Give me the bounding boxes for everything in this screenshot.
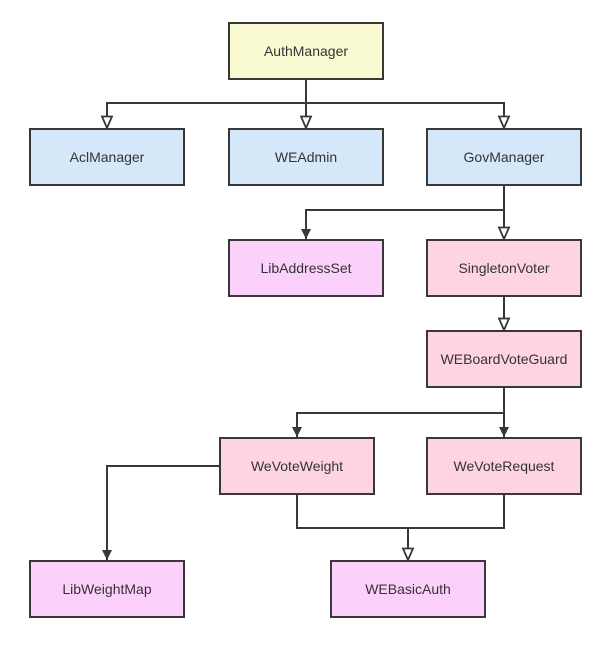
- node-weadmin-label: WEAdmin: [274, 149, 338, 165]
- node-aclmanager-label: AclManager: [69, 149, 145, 165]
- node-singletonvoter: SingletonVoter: [426, 239, 582, 297]
- node-webasicauth: WEBasicAuth: [330, 560, 486, 618]
- edge-weboardvoteguard-wevoteweight: [292, 412, 504, 437]
- node-authmanager: AuthManager: [228, 22, 384, 80]
- node-weadmin: WEAdmin: [228, 128, 384, 186]
- node-libaddressset-label: LibAddressSet: [260, 260, 352, 276]
- node-libweightmap-label: LibWeightMap: [62, 581, 152, 597]
- node-govmanager-label: GovManager: [463, 149, 545, 165]
- node-wevoterequest: WeVoteRequest: [426, 437, 582, 495]
- node-libaddressset: LibAddressSet: [228, 239, 384, 297]
- edge-govmanager-libaddressset: [301, 209, 504, 239]
- node-aclmanager: AclManager: [29, 128, 185, 186]
- node-libweightmap: LibWeightMap: [29, 560, 185, 618]
- node-wevoteweight: WeVoteWeight: [219, 437, 375, 495]
- edge-authmanager-aclmanager: [100, 102, 306, 131]
- node-webasicauth-label: WEBasicAuth: [365, 581, 451, 597]
- node-weboardvoteguard: WEBoardVoteGuard: [426, 330, 582, 388]
- edge-wevoteweight-libweightmap: [102, 465, 219, 560]
- edge-authmanager-govmanager: [306, 102, 511, 131]
- node-singletonvoter-label: SingletonVoter: [458, 260, 550, 276]
- node-authmanager-label: AuthManager: [263, 43, 349, 59]
- node-wevoteweight-label: WeVoteWeight: [250, 458, 344, 474]
- edge-join-wevoteweight-wevoterequest: [296, 495, 505, 529]
- node-govmanager: GovManager: [426, 128, 582, 186]
- node-weboardvoteguard-label: WEBoardVoteGuard: [440, 351, 568, 367]
- node-wevoterequest-label: WeVoteRequest: [453, 458, 555, 474]
